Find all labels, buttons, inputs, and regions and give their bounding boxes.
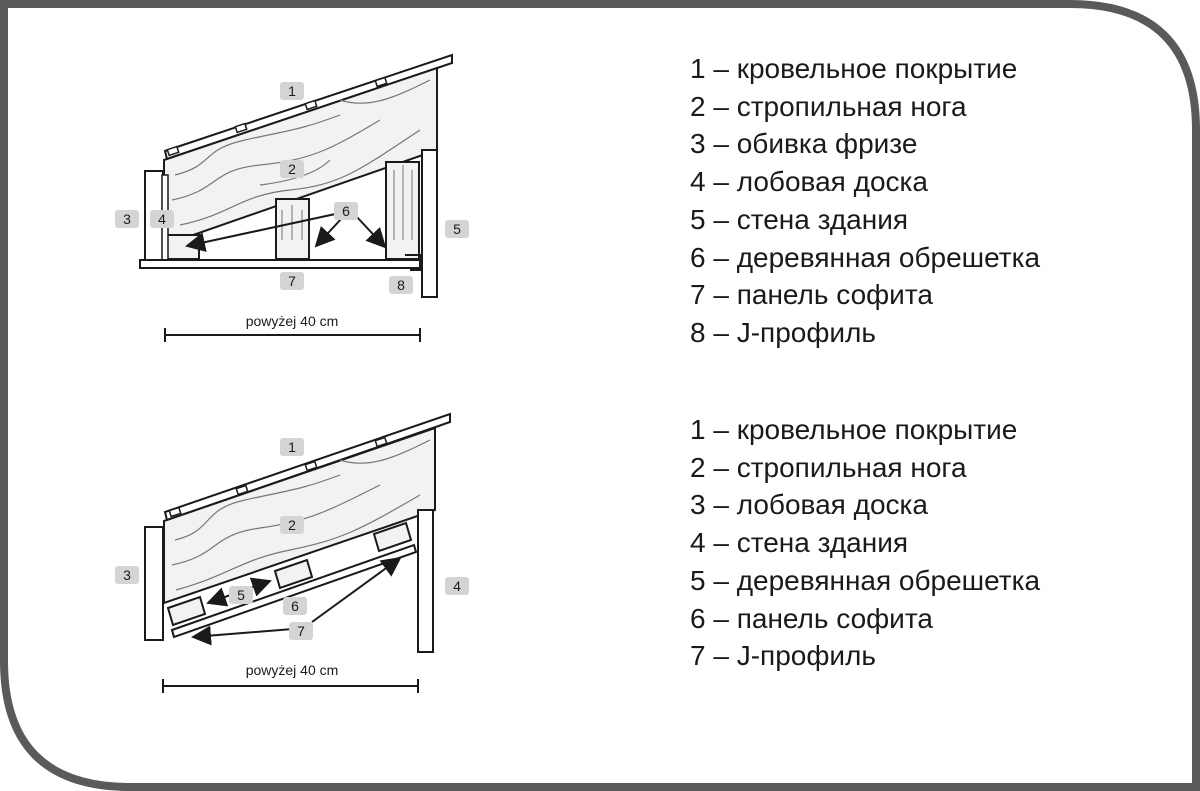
legend-item: 2 – стропильная нога bbox=[690, 90, 967, 122]
pointer-arrows bbox=[185, 212, 387, 252]
legend-item: 7 – J-профиль bbox=[690, 640, 876, 672]
legend-item: 1 – кровельное покрытие bbox=[690, 53, 1018, 84]
dimension-line: powyżej 40 cm bbox=[164, 313, 421, 342]
callout-4: 4 bbox=[150, 210, 174, 228]
svg-text:2: 2 bbox=[288, 161, 296, 177]
svg-text:5: 5 bbox=[453, 221, 461, 237]
svg-text:8: 8 bbox=[397, 277, 405, 293]
legend-item: 8 – J-профиль bbox=[690, 316, 876, 348]
callout-2: 2 bbox=[280, 160, 304, 178]
svg-text:3: 3 bbox=[123, 211, 131, 227]
building-wall bbox=[417, 509, 434, 653]
legend-top: 1 – кровельное покрытие 2 – стропильная … bbox=[690, 50, 1040, 352]
callout-3: 3 bbox=[115, 210, 139, 228]
legend-item: 3 – лобовая доска bbox=[690, 489, 928, 521]
legend-item: 5 – стена здания bbox=[690, 203, 908, 235]
callout-2: 2 bbox=[280, 516, 304, 534]
building-wall bbox=[421, 149, 438, 298]
callout-3: 3 bbox=[115, 566, 139, 584]
roof-covering bbox=[163, 53, 453, 161]
svg-text:7: 7 bbox=[297, 623, 305, 639]
svg-text:7: 7 bbox=[288, 273, 296, 289]
callout-4: 4 bbox=[445, 577, 469, 595]
dimension-label: powyżej 40 cm bbox=[246, 662, 339, 678]
svg-text:1: 1 bbox=[288, 439, 296, 455]
legend-item: 5 – деревянная обрешетка bbox=[690, 564, 1041, 596]
callout-5: 5 bbox=[229, 586, 253, 604]
legend-item: 1 – кровельное покрытие bbox=[690, 414, 1018, 445]
callout-1: 1 bbox=[280, 82, 304, 100]
legend-item: 6 – деревянная обрешетка bbox=[690, 241, 1041, 273]
legend-item: 2 – стропильная нога bbox=[690, 451, 967, 483]
svg-text:1: 1 bbox=[288, 83, 296, 99]
svg-text:2: 2 bbox=[288, 517, 296, 533]
callout-1: 1 bbox=[280, 438, 304, 456]
dimension-label: powyżej 40 cm bbox=[246, 313, 339, 329]
dimension-line: powyżej 40 cm bbox=[162, 662, 419, 693]
roof-covering bbox=[163, 412, 451, 522]
legend-item: 3 – обивка фризе bbox=[690, 128, 918, 160]
svg-text:3: 3 bbox=[123, 567, 131, 583]
callout-7: 7 bbox=[289, 622, 313, 640]
legend-bottom: 1 – кровельное покрытие 2 – стропильная … bbox=[690, 411, 1040, 675]
svg-text:4: 4 bbox=[158, 211, 166, 227]
fascia-board bbox=[144, 526, 164, 641]
legend-item: 4 – лобовая доска bbox=[690, 166, 928, 198]
svg-text:5: 5 bbox=[237, 587, 245, 603]
svg-text:6: 6 bbox=[291, 598, 299, 614]
soffit-panel bbox=[170, 543, 418, 639]
legend-item: 7 – панель софита bbox=[690, 279, 933, 311]
svg-text:4: 4 bbox=[453, 578, 461, 594]
legend-item: 4 – стена здания bbox=[690, 527, 908, 559]
callout-5: 5 bbox=[445, 220, 469, 238]
wooden-battens bbox=[166, 521, 413, 627]
callout-7: 7 bbox=[280, 272, 304, 290]
svg-text:6: 6 bbox=[342, 203, 350, 219]
callout-8: 8 bbox=[389, 276, 413, 294]
legend-item: 6 – панель софита bbox=[690, 602, 933, 634]
callout-6: 6 bbox=[334, 202, 358, 220]
callout-6: 6 bbox=[283, 597, 307, 615]
